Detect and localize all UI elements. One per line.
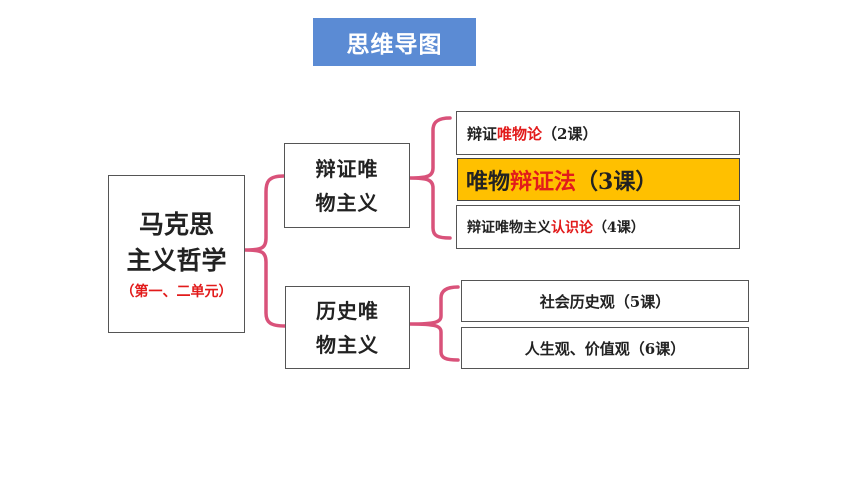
leaf3-pre: 辩证唯物主义 xyxy=(467,220,551,236)
branch1-bracket xyxy=(409,116,452,240)
branch-historical-materialism: 历史唯 物主义 xyxy=(285,286,410,369)
leaf-life-values-view: 人生观、价值观（6课） xyxy=(461,327,749,369)
leaf2-pre: 唯物 xyxy=(466,168,511,195)
root-bracket xyxy=(244,174,287,328)
leaf4-text: 社会历史观（5课） xyxy=(539,292,671,311)
mind-map-title: 思维导图 xyxy=(313,18,476,66)
leaf3-post: （4课） xyxy=(593,220,645,236)
leaf-dialectics: 唯物辩证法（3课） xyxy=(457,158,740,201)
root-node: 马克思 主义哲学 （第一、二单元） xyxy=(108,175,245,333)
leaf-social-history-view: 社会历史观（5课） xyxy=(461,280,749,322)
branch2-line2: 物主义 xyxy=(316,332,379,357)
leaf1-highlight: 唯物论 xyxy=(497,124,543,143)
leaf2-post: （3课） xyxy=(576,168,658,195)
leaf-epistemology: 辩证唯物主义认识论（4课） xyxy=(456,205,740,249)
leaf5-text: 人生观、价值观（6课） xyxy=(524,339,686,358)
leaf-materialism: 辩证唯物论（2课） xyxy=(456,111,740,155)
root-line2: 主义哲学 xyxy=(126,246,227,275)
leaf3-highlight: 认识论 xyxy=(551,220,593,236)
branch2-line1: 历史唯 xyxy=(316,298,379,323)
branch1-line1: 辩证唯 xyxy=(315,156,379,181)
branch2-bracket xyxy=(409,285,460,362)
leaf1-pre: 辩证 xyxy=(467,124,498,143)
leaf1-post: （2课） xyxy=(542,124,598,143)
branch-dialectical-materialism: 辩证唯 物主义 xyxy=(284,143,410,228)
root-line1: 马克思 xyxy=(138,210,214,239)
branch1-line2: 物主义 xyxy=(315,190,379,215)
leaf2-highlight: 辩证法 xyxy=(510,168,577,195)
root-note: （第一、二单元） xyxy=(120,284,233,300)
